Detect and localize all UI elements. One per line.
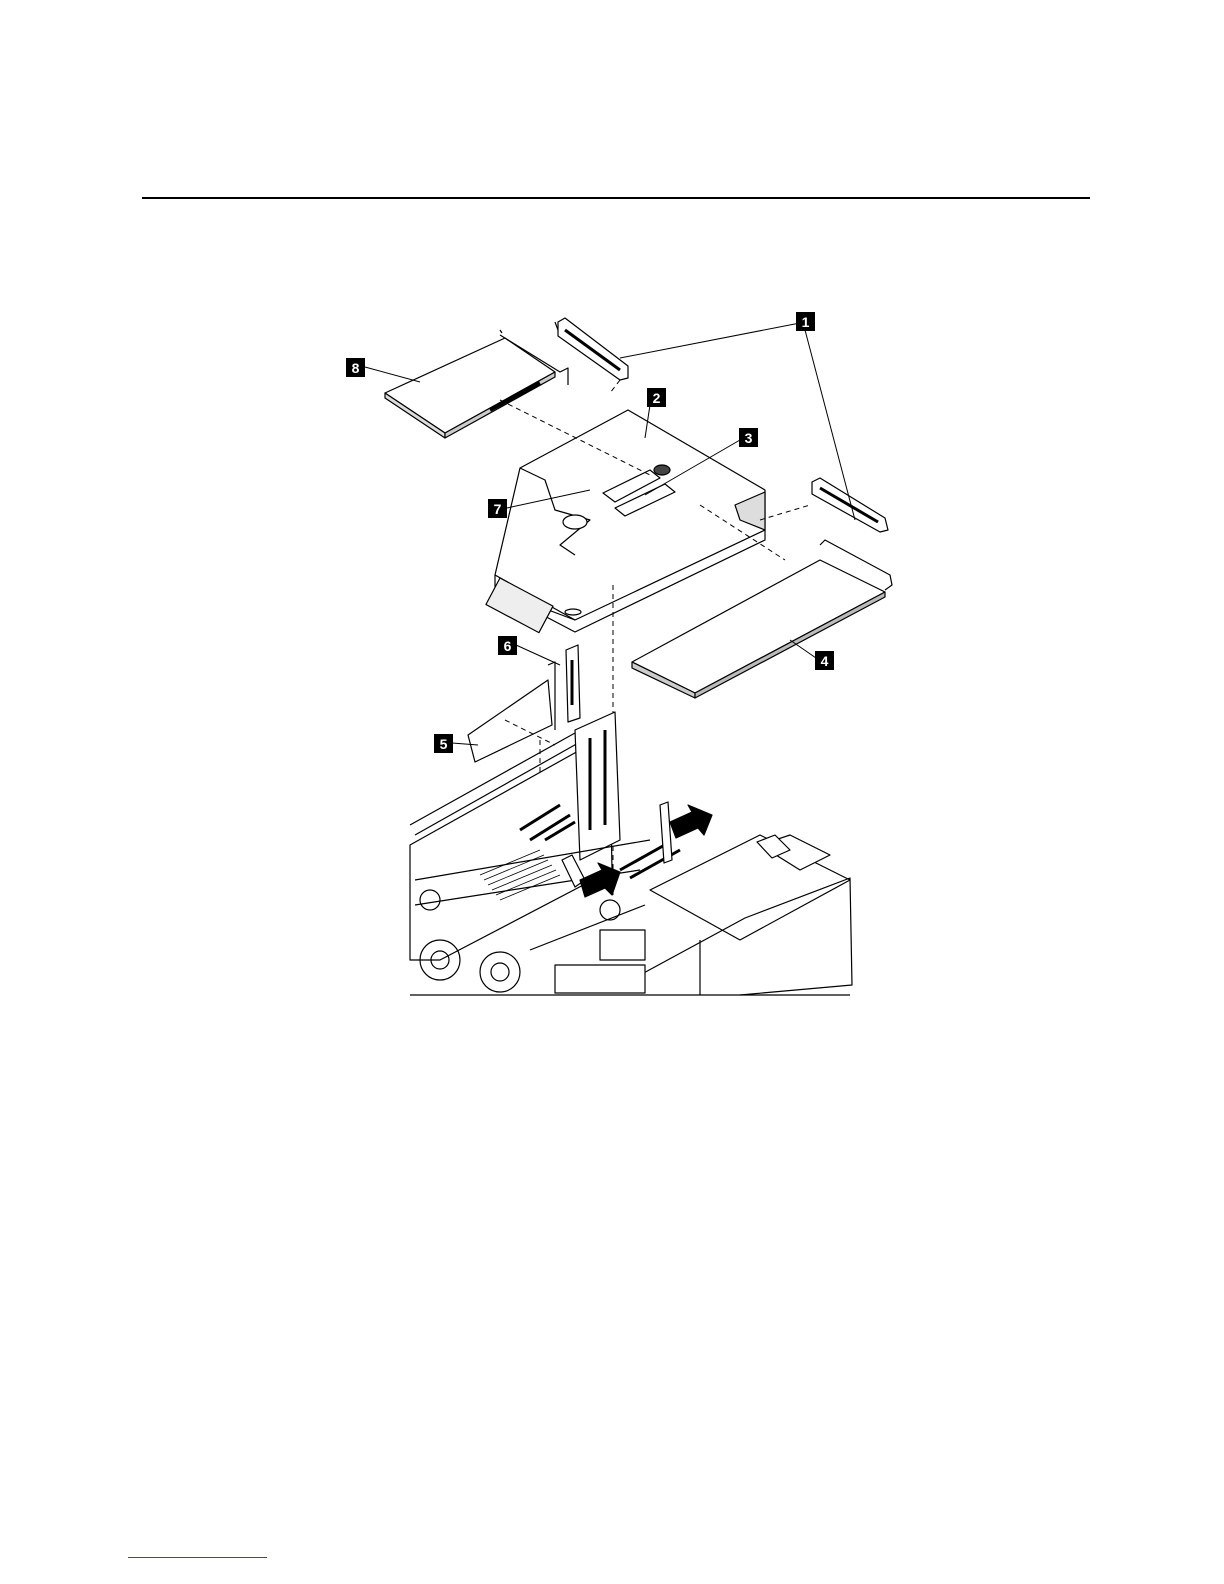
callout-5: 5 (434, 734, 453, 753)
svg-text:4: 4 (821, 653, 829, 669)
svg-text:3: 3 (745, 430, 753, 446)
callout-6: 6 (498, 636, 517, 655)
svg-text:1: 1 (802, 314, 810, 330)
svg-text:5: 5 (440, 736, 448, 752)
callout-8: 8 (346, 358, 365, 377)
callout-3: 3 (739, 428, 758, 447)
callout-7: 7 (488, 499, 507, 518)
slot-cover-6 (566, 645, 580, 722)
svg-text:7: 7 (494, 501, 502, 517)
adapter-card-8 (385, 330, 568, 438)
svg-text:8: 8 (352, 360, 360, 376)
svg-text:2: 2 (653, 390, 661, 406)
insert-arrow-right (670, 805, 712, 838)
callout-1: 1 (796, 312, 815, 331)
callout-2: 2 (647, 388, 666, 407)
slot-cover-top (555, 318, 628, 380)
slot-cover-right (812, 478, 888, 532)
riser-card-assembly (486, 410, 765, 633)
callout-4: 4 (815, 651, 834, 670)
adapter-card-5 (468, 662, 555, 762)
svg-text:6: 6 (504, 638, 512, 654)
